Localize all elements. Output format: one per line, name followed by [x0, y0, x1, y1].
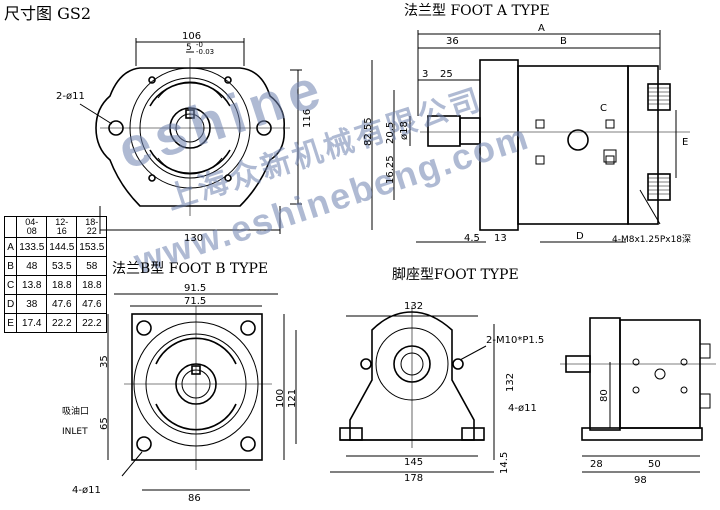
table-cell: 144.5: [46, 237, 78, 257]
dim-50: 50: [648, 459, 661, 470]
table-cell: 58: [76, 256, 108, 276]
dim-14-5: 14.5: [499, 451, 510, 474]
table-header-cell: [3, 216, 18, 238]
dim-20-5: 20.5: [385, 121, 396, 144]
table-cell: 153.5: [76, 237, 108, 257]
inlet-label-cn: 吸油口: [62, 407, 90, 417]
size-table: 04- 08 12- 16 18- 22 A 133.5 144.5 153.5…: [3, 216, 108, 333]
dim-65: 65: [99, 417, 110, 430]
dim-5: 5: [186, 43, 192, 53]
dim-116: 116: [302, 108, 313, 128]
front-view-drawing: [79, 38, 302, 234]
table-row: B 48 53.5 58: [3, 256, 108, 276]
dim-35: 35: [99, 355, 110, 368]
dim-130: 130: [184, 233, 204, 244]
dim-28: 28: [590, 459, 603, 470]
dim-132-side: 132: [505, 372, 516, 392]
dim-98: 98: [634, 475, 647, 486]
dim-100: 100: [275, 388, 286, 408]
dim-178: 178: [404, 473, 424, 484]
front-hole-label: 2-ø11: [56, 91, 85, 102]
side-view-a-drawing: [371, 30, 690, 243]
dim-13: 13: [494, 233, 507, 244]
table-cell: 53.5: [46, 256, 78, 276]
table-cell: 48: [16, 256, 48, 276]
dim-a: A: [538, 23, 545, 34]
table-cell: B: [3, 256, 18, 276]
table-row: E 17.4 22.2 22.2: [3, 313, 108, 333]
table-cell: 133.5: [16, 237, 48, 257]
table-cell: 22.2: [46, 313, 78, 333]
foot-holes: 4-ø11: [508, 403, 537, 414]
inlet-label-en: INLET: [62, 427, 88, 437]
table-cell: 18.8: [76, 275, 108, 295]
table-header-row: 04- 08 12- 16 18- 22: [3, 216, 108, 238]
table-cell: C: [3, 275, 18, 295]
dim-80: 80: [599, 389, 610, 402]
foot-a-title: 法兰型 FOOT A TYPE: [404, 3, 550, 19]
dim-145: 145: [404, 457, 424, 468]
foot-title: 脚座型FOOT TYPE: [392, 267, 519, 283]
thread-m10: 2-M10*P1.5: [486, 335, 545, 346]
table-row: A 133.5 144.5 153.5: [3, 237, 108, 257]
dim-91-5: 91.5: [184, 283, 207, 294]
dim-d: D: [576, 231, 584, 242]
foot-b-title: 法兰B型 FOOT B TYPE: [112, 261, 269, 277]
table-cell: 38: [16, 294, 48, 314]
dim-132-top: 132: [404, 301, 424, 312]
view-b-holes: 4-ø11: [72, 485, 101, 496]
dim-16-25: 16.25: [385, 155, 396, 184]
table-cell: 22.2: [76, 313, 108, 333]
dim-36: 36: [446, 36, 459, 47]
thread-label: 4-M8x1.25Px18深: [612, 235, 692, 245]
table-row: D 38 47.6 47.6: [3, 294, 108, 314]
table-header-cell: 04- 08: [16, 216, 48, 238]
dim-121: 121: [287, 388, 298, 408]
table-header-cell: 18- 22: [76, 216, 108, 238]
dim-e: E: [682, 137, 689, 148]
table-cell: E: [3, 313, 18, 333]
table-cell: 13.8: [16, 275, 48, 295]
main-title: 尺寸图 GS2: [4, 4, 92, 23]
side-view-drawing: [560, 317, 716, 473]
table-cell: 47.6: [76, 294, 108, 314]
dim-tolerance: -0 -0.03: [196, 41, 215, 56]
dim-86: 86: [188, 493, 201, 504]
dim-82-55: 82.55: [363, 117, 374, 146]
table-header-cell: 12- 16: [46, 216, 78, 238]
dim-4-5: 4.5: [464, 233, 480, 244]
dim-b: B: [560, 36, 567, 47]
table-cell: 17.4: [16, 313, 48, 333]
dim-71-5: 71.5: [184, 296, 207, 307]
dim-3: 3: [422, 69, 429, 80]
table-cell: D: [3, 294, 18, 314]
dim-phi18: ø18: [399, 121, 410, 140]
table-cell: A: [3, 237, 18, 257]
view-b-drawing: [107, 293, 297, 491]
dim-c: C: [600, 103, 607, 114]
table-row: C 13.8 18.8 18.8: [3, 275, 108, 295]
table-cell: 18.8: [46, 275, 78, 295]
dim-25: 25: [440, 69, 453, 80]
foot-view-drawing: [330, 306, 495, 473]
table-cell: 47.6: [46, 294, 78, 314]
dim-106: 106: [182, 31, 202, 42]
